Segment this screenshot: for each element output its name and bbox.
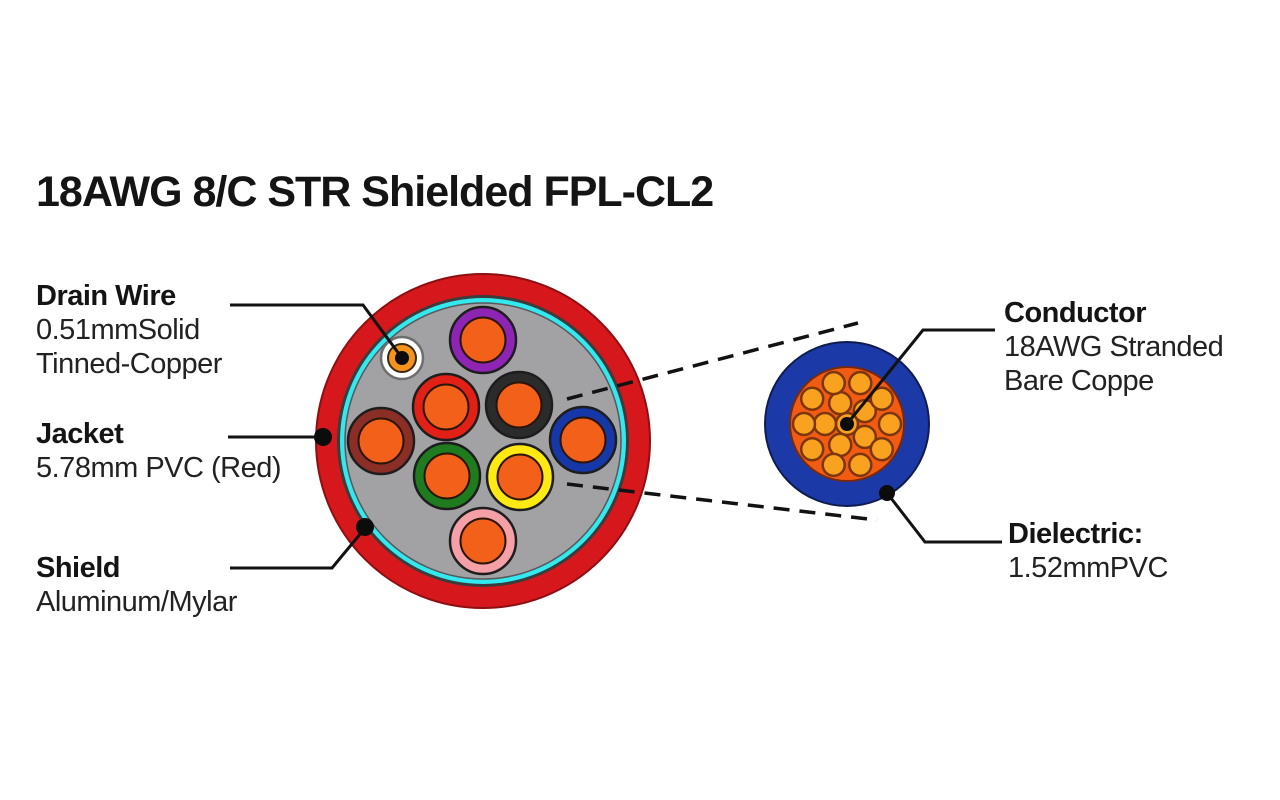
- wire-purple: [448, 305, 518, 375]
- zoom-cone-lower-dashed: [566, 482, 878, 522]
- strand: [791, 411, 817, 437]
- page-title: 18AWG 8/C STR Shielded FPL-CL2: [36, 168, 714, 216]
- strand: [799, 386, 825, 411]
- drain-wire-label-title: Drain Wire: [36, 280, 176, 312]
- conductor-label-title: Conductor: [1004, 297, 1147, 329]
- shield-label-title: Shield: [36, 552, 121, 584]
- drain-wire-label-desc2: Tinned-Copper: [36, 348, 222, 380]
- conductor-strands: [791, 370, 903, 478]
- jacket-label-title: Jacket: [36, 418, 124, 450]
- cable-cross-section: [315, 273, 651, 609]
- wire-yellow: [485, 442, 555, 512]
- wire-red: [411, 372, 481, 442]
- drain-wire-leader-line: [230, 303, 404, 359]
- strand: [827, 432, 853, 458]
- dielectric-label: Dielectric: 1.52mmPVC: [1008, 517, 1168, 585]
- conductor-label-desc2: Bare Coppe: [1004, 365, 1154, 397]
- conductor-label: Conductor 18AWG Stranded Bare Coppe: [1004, 296, 1224, 398]
- wire-yellow-core: [496, 453, 544, 501]
- dielectric-label-desc1: 1.52mmPVC: [1008, 552, 1168, 584]
- wire-black: [484, 370, 554, 440]
- wire-black-core: [495, 381, 543, 429]
- strand: [852, 424, 878, 450]
- strand: [877, 411, 903, 437]
- wire-brown-core: [357, 417, 405, 465]
- strand: [869, 437, 895, 462]
- wire-blue: [548, 405, 618, 475]
- strand: [827, 390, 853, 416]
- shield-callout-dot: [356, 518, 374, 536]
- dielectric-label-title: Dielectric:: [1008, 518, 1143, 550]
- strand: [848, 370, 873, 396]
- wire-green: [412, 441, 482, 511]
- strand: [799, 437, 825, 462]
- wire-pink: [448, 506, 518, 576]
- wire-pink-core: [459, 517, 507, 565]
- drain-wire-callout-dot: [395, 351, 409, 365]
- drain-wire-label: Drain Wire 0.51mmSolid Tinned-Copper: [36, 279, 222, 381]
- strand: [869, 386, 895, 411]
- strand: [812, 411, 838, 437]
- conductor-label-desc1: 18AWG Stranded: [1004, 331, 1224, 363]
- wire-green-core: [423, 452, 471, 500]
- insulated-conductors: [346, 305, 618, 576]
- wire-brown: [346, 406, 416, 476]
- shield-label: Shield Aluminum/Mylar: [36, 551, 237, 619]
- wire-blue-core: [559, 416, 607, 464]
- dielectric-callout-dot: [879, 485, 895, 501]
- wire-red-core: [422, 383, 470, 431]
- conductor-leader-line: [845, 328, 995, 425]
- shield-label-desc1: Aluminum/Mylar: [36, 586, 237, 618]
- jacket-label: Jacket 5.78mm PVC (Red): [36, 417, 282, 485]
- annotations: [228, 303, 1002, 570]
- jacket-callout-dot: [314, 428, 332, 446]
- strand: [821, 370, 846, 396]
- dielectric-leader-line: [885, 492, 1002, 544]
- jacket-label-desc1: 5.78mm PVC (Red): [36, 452, 282, 484]
- strand: [848, 452, 873, 478]
- strand: [821, 452, 846, 478]
- shield-leader-line: [230, 526, 368, 570]
- wire-purple-core: [459, 316, 507, 364]
- drain-wire-label-desc1: 0.51mmSolid: [36, 314, 200, 346]
